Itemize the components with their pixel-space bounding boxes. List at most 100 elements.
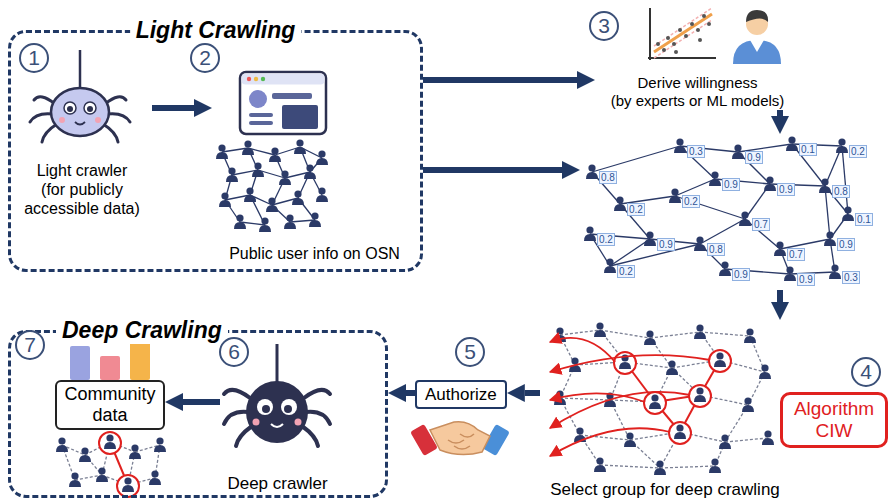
network-link xyxy=(650,332,700,338)
regression-chart-icon-part xyxy=(654,20,712,58)
person-icon xyxy=(56,437,68,452)
bar-chart-icon-part xyxy=(70,346,90,380)
expert-icon-part xyxy=(746,10,768,22)
person-icon xyxy=(292,190,304,205)
person-icon xyxy=(644,330,656,345)
person-icon xyxy=(759,364,771,379)
person-icon xyxy=(594,457,606,472)
score-tag: 0.9 xyxy=(657,238,675,251)
person-icon xyxy=(294,139,306,154)
regression-chart-icon-part-part xyxy=(656,42,660,46)
regression-chart-icon-part xyxy=(656,14,711,54)
deep-spider-part-part xyxy=(302,426,318,446)
data-box: Community data xyxy=(55,380,165,430)
network-node: 0.30.90.10.20.80.90.90.80.20.20.70.10.20… xyxy=(580,134,885,290)
person-icon xyxy=(279,170,291,185)
flow-arrow xyxy=(406,390,415,396)
flow-arrow xyxy=(525,390,540,396)
callout-number: 4 xyxy=(851,357,881,387)
person-icon xyxy=(819,178,831,193)
score-tag: 0.8 xyxy=(707,243,725,256)
callout-number: 3 xyxy=(589,11,619,41)
callout-number: 5 xyxy=(455,337,485,367)
score-tag: 0.3 xyxy=(842,271,860,284)
node-text: Community data xyxy=(61,384,159,426)
person-icon xyxy=(104,434,116,449)
person-icon xyxy=(654,460,666,475)
deep-spider-part xyxy=(271,424,283,427)
regression-chart-icon-part xyxy=(648,57,716,59)
regression-chart-icon-part-part xyxy=(698,38,702,42)
person-icon xyxy=(234,214,246,229)
process-box: Authorize xyxy=(415,380,507,409)
regression-chart-icon-part-part xyxy=(696,28,700,32)
deep-spider-part xyxy=(246,381,308,443)
node-text: Deep crawler xyxy=(227,474,327,494)
deep-spider-part-part xyxy=(224,412,248,424)
deep-spider-part xyxy=(284,405,292,413)
deep-spider-part xyxy=(281,399,297,415)
regression-chart-icon-part xyxy=(649,8,651,60)
deep-spider-part-part xyxy=(236,426,252,446)
person-icon xyxy=(309,212,321,227)
callout-number: 2 xyxy=(190,43,220,73)
person-icon xyxy=(122,477,134,492)
person-icon xyxy=(149,470,161,485)
selection-ring xyxy=(709,350,731,372)
deep-spider-part xyxy=(253,419,260,426)
flow-arrow xyxy=(777,110,783,116)
selection-ring xyxy=(644,392,666,414)
person-icon xyxy=(774,241,786,256)
light-spider-part xyxy=(84,102,96,114)
person-icon xyxy=(694,324,706,339)
light-spider-part xyxy=(67,106,73,112)
light-spider-part xyxy=(64,102,76,114)
weighted-network xyxy=(584,136,854,281)
bar-chart-icon xyxy=(70,340,150,380)
person-icon xyxy=(226,167,238,182)
score-tag: 0.9 xyxy=(745,151,763,164)
person-icon xyxy=(674,424,686,439)
regression-chart-icon-part-part xyxy=(702,14,706,18)
callout-number: 1 xyxy=(19,43,49,73)
flow-arrow xyxy=(423,167,562,173)
light-spider-part xyxy=(59,117,65,123)
person-icon xyxy=(719,261,731,276)
expert-icon-part xyxy=(750,40,764,52)
regression-chart-icon-part-part xyxy=(678,28,682,32)
person-icon xyxy=(709,458,721,473)
profile-page-icon-part xyxy=(247,77,251,81)
person-icon xyxy=(649,394,661,409)
handshake-icon-part xyxy=(430,422,490,455)
person-icon xyxy=(644,231,656,246)
network-link xyxy=(700,219,745,244)
node-text: Light crawler xyxy=(37,161,128,180)
flow-arrow xyxy=(152,105,194,111)
person-icon xyxy=(784,266,796,281)
profile-page-icon-part xyxy=(242,74,325,85)
person-icon xyxy=(824,231,836,246)
regression-chart-icon-part-part xyxy=(672,42,676,46)
light-spider-part xyxy=(79,50,82,88)
person-icon xyxy=(252,162,264,177)
data-node: Public user info on OSN xyxy=(212,68,417,263)
regression-chart-icon-part-part xyxy=(662,48,666,52)
score-tag: 0.8 xyxy=(832,185,850,198)
score-tag: 0.9 xyxy=(732,268,750,281)
regression-chart-icon-part-part xyxy=(674,50,678,54)
node-text: Authorize xyxy=(425,384,497,405)
person-icon xyxy=(316,150,328,165)
person-icon xyxy=(594,322,606,337)
person-icon xyxy=(154,437,166,452)
person-icon xyxy=(69,472,81,487)
light-spider-part xyxy=(75,122,85,125)
deep-spider-part xyxy=(295,419,302,426)
person-icon xyxy=(762,430,774,445)
person-icon xyxy=(739,211,751,226)
person-icon xyxy=(719,434,731,449)
node-text: Derive willingness xyxy=(637,74,757,92)
person-icon xyxy=(829,264,841,279)
node-text: Select group for deep crawling xyxy=(550,480,780,500)
light-spider-part-part xyxy=(103,124,118,142)
score-tag: 0.8 xyxy=(599,171,617,184)
